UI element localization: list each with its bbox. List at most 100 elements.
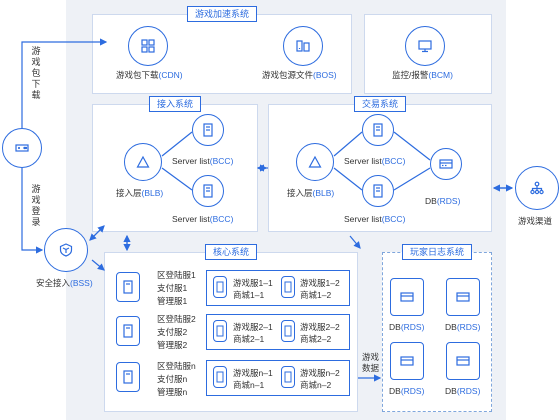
- core-row-1-admin: 管理服1: [157, 296, 188, 306]
- access-blb-node: [124, 143, 162, 181]
- core-row-1-game-b-icon: [281, 276, 295, 298]
- balancer-icon: [136, 155, 150, 168]
- core-row-3-game-b: 游戏服n–2: [300, 368, 340, 378]
- core-row-2-shop-b: 商城2–2: [300, 334, 332, 344]
- core-row-2-game-a-icon: [213, 320, 227, 342]
- server-icon: [373, 184, 383, 198]
- core-row-1-game-a-icon: [213, 276, 227, 298]
- download-vertical-label: 游戏包下载: [31, 46, 41, 100]
- cdn-label: 游戏包下载(CDN): [116, 70, 183, 80]
- core-row-2-shop-a: 商城2–1: [233, 334, 265, 344]
- access-server-1-label: Server list(BCC): [172, 156, 234, 166]
- core-row-3-admin: 管理服n: [157, 387, 188, 397]
- core-row-2-game-group: [206, 314, 350, 350]
- database-icon: [456, 356, 470, 366]
- trade-blb-server2-link: [333, 167, 363, 191]
- bcm-node: [405, 26, 445, 66]
- log-db-3-node: [390, 342, 424, 380]
- log-db-2-label: DB(RDS): [445, 322, 481, 332]
- core-row-2-admin: 管理服2: [157, 340, 188, 350]
- log-db-4-label: DB(RDS): [445, 386, 481, 396]
- server-icon: [284, 325, 292, 337]
- core-system-title: 核心系统: [204, 244, 258, 260]
- log-system-title: 玩家日志系统: [401, 244, 473, 260]
- trade-server-2-node: [362, 175, 394, 207]
- access-system-box: 接入系统: [92, 96, 258, 232]
- accel-system-title: 游戏加速系统: [186, 6, 258, 22]
- log-db-2-node: [446, 278, 480, 316]
- server-icon: [203, 123, 213, 137]
- cdn-node: [128, 26, 168, 66]
- database-icon: [439, 159, 453, 169]
- database-icon: [400, 356, 414, 366]
- access-blb-server2-link: [161, 167, 193, 191]
- core-row-1-pay: 支付服1: [157, 283, 188, 293]
- core-row-1-shop-b: 商城1–2: [300, 290, 332, 300]
- core-row-3-game-group: [206, 360, 350, 396]
- client-icon: [15, 144, 29, 152]
- trade-blb-label: 接入层(BLB): [287, 188, 335, 198]
- server-icon: [284, 281, 292, 293]
- log-db-4-node: [446, 342, 480, 380]
- server-icon: [216, 371, 224, 383]
- shield-icon: [59, 243, 73, 257]
- bss-node: [44, 228, 88, 272]
- core-row-2-game-a: 游戏服2–1: [233, 322, 273, 332]
- grid-icon: [141, 39, 155, 53]
- trade-server-1-label: Server list(BCC): [344, 156, 406, 166]
- monitor-icon: [418, 40, 432, 53]
- server-icon: [373, 123, 383, 137]
- bucket-icon: [296, 40, 310, 52]
- server-icon: [123, 324, 133, 338]
- core-row-3-icon-box: [116, 362, 140, 392]
- bss-access-arrow-back: [89, 225, 105, 241]
- core-row-2-login: 区登陆服2: [157, 314, 196, 324]
- server-icon: [123, 370, 133, 384]
- bcm-label: 监控/报警(BCM): [392, 70, 453, 80]
- core-row-1-game-a: 游戏服1–1: [233, 278, 273, 288]
- core-row-3-shop-a: 商城n–1: [233, 380, 265, 390]
- trade-server1-db-link: [393, 131, 431, 161]
- bss-core-arrow: [91, 259, 105, 271]
- access-server-2-node: [192, 175, 224, 207]
- core-row-1-icon-box: [116, 272, 140, 302]
- log-db-3-label: DB(RDS): [389, 386, 425, 396]
- trade-db-node: [430, 148, 462, 180]
- core-row-3-game-a: 游戏服n–1: [233, 368, 273, 378]
- access-server-2-label: Server list(BCC): [172, 214, 234, 224]
- trade-server2-db-link: [393, 167, 431, 191]
- access-system-title: 接入系统: [148, 96, 202, 112]
- access-blb-label: 接入层(BLB): [116, 188, 164, 198]
- trade-db-label: DB(RDS): [425, 196, 461, 206]
- server-icon: [216, 281, 224, 293]
- client-node: [2, 128, 42, 168]
- server-icon: [123, 280, 133, 294]
- core-row-3-game-a-icon: [213, 366, 227, 388]
- channel-label: 游戏渠道: [518, 216, 553, 226]
- download-arrow: [21, 38, 108, 128]
- access-server-1-node: [192, 114, 224, 146]
- trade-server-2-label: Server list(BCC): [344, 214, 406, 224]
- core-row-3-pay: 支付服n: [157, 374, 188, 384]
- access-blb-server1-link: [161, 131, 193, 157]
- server-icon: [203, 184, 213, 198]
- core-row-2-icon-box: [116, 316, 140, 346]
- core-row-1-game-group: [206, 270, 350, 306]
- core-row-2-game-b-icon: [281, 320, 295, 342]
- trade-blb-server1-link: [333, 131, 363, 157]
- login-arrow: [21, 168, 44, 254]
- database-icon: [400, 292, 414, 302]
- core-row-2-game-b: 游戏服2–2: [300, 322, 340, 332]
- core-row-1-login: 区登陆服1: [157, 270, 196, 280]
- core-row-2-pay: 支付服2: [157, 327, 188, 337]
- channel-node: [515, 166, 559, 210]
- bos-label: 游戏包源文件(BOS): [262, 70, 337, 80]
- database-icon: [456, 292, 470, 302]
- core-row-3-game-b-icon: [281, 366, 295, 388]
- game-data-label: 游戏数据: [362, 352, 380, 373]
- core-row-1-game-b: 游戏服1–2: [300, 278, 340, 288]
- log-db-1-node: [390, 278, 424, 316]
- core-row-3-login: 区登陆服n: [157, 361, 196, 371]
- trade-system-title: 交易系统: [353, 96, 407, 112]
